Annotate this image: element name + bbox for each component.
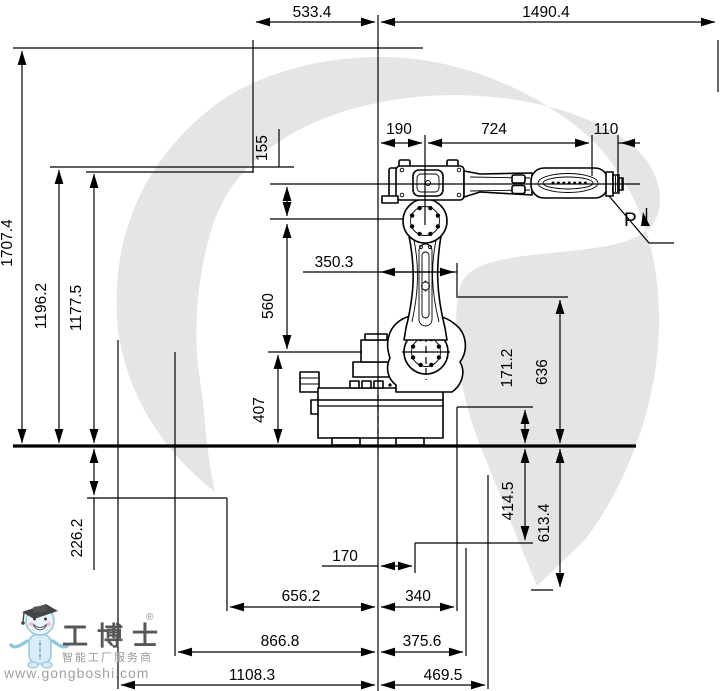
elbow-housing	[381, 159, 465, 204]
dim-407: 407	[251, 397, 268, 423]
watermark: 工博士 ® 智能工厂服务商 www.gongboshi.com	[3, 604, 167, 681]
dim-190: 190	[386, 121, 412, 138]
dim-533-4: 533.4	[293, 4, 332, 21]
dim-560: 560	[260, 293, 277, 319]
dim-340: 340	[405, 588, 431, 605]
dimension-labels: 533.4 1490.4 190 724 110 350.3 170 656.2…	[0, 4, 619, 684]
dim-226-2: 226.2	[69, 519, 86, 558]
dim-155: 155	[254, 135, 271, 161]
p-point-leader: P	[608, 195, 674, 244]
watermark-tagline: 智能工厂服务商	[62, 650, 153, 664]
shoulder-motor-box	[352, 333, 398, 378]
dim-414-5: 414.5	[500, 482, 517, 521]
watermark-brand: 工博士	[62, 622, 167, 651]
watermark-url: www.gongboshi.com	[3, 665, 149, 681]
dim-636: 636	[534, 359, 551, 385]
dimension-lines	[17, 17, 716, 690]
mascot-icon	[9, 604, 70, 669]
p-point-marker-icon	[641, 208, 650, 226]
reference-lines	[13, 15, 719, 691]
dim-613-4: 613.4	[536, 503, 553, 542]
lower-arm-link	[403, 235, 448, 341]
dim-1490-4: 1490.4	[522, 4, 570, 21]
p-point-label: P	[624, 210, 637, 231]
dim-110: 110	[594, 121, 619, 138]
dim-1108-3: 1108.3	[229, 667, 275, 684]
dim-171-2: 171.2	[499, 349, 516, 388]
dim-1707-4: 1707.4	[0, 219, 16, 267]
dim-469-5: 469.5	[424, 667, 463, 684]
wrist-assembly	[530, 167, 609, 199]
dim-1196-2: 1196.2	[33, 283, 50, 329]
dim-866-8: 866.8	[261, 633, 300, 650]
dim-170: 170	[332, 548, 358, 565]
dim-350-3: 350.3	[315, 254, 354, 271]
watermark-registered-mark: ®	[146, 612, 154, 623]
dim-1177-5: 1177.5	[68, 285, 85, 331]
dim-656-2: 656.2	[282, 588, 321, 605]
dim-375-6: 375.6	[403, 633, 442, 650]
dim-724: 724	[481, 121, 507, 138]
